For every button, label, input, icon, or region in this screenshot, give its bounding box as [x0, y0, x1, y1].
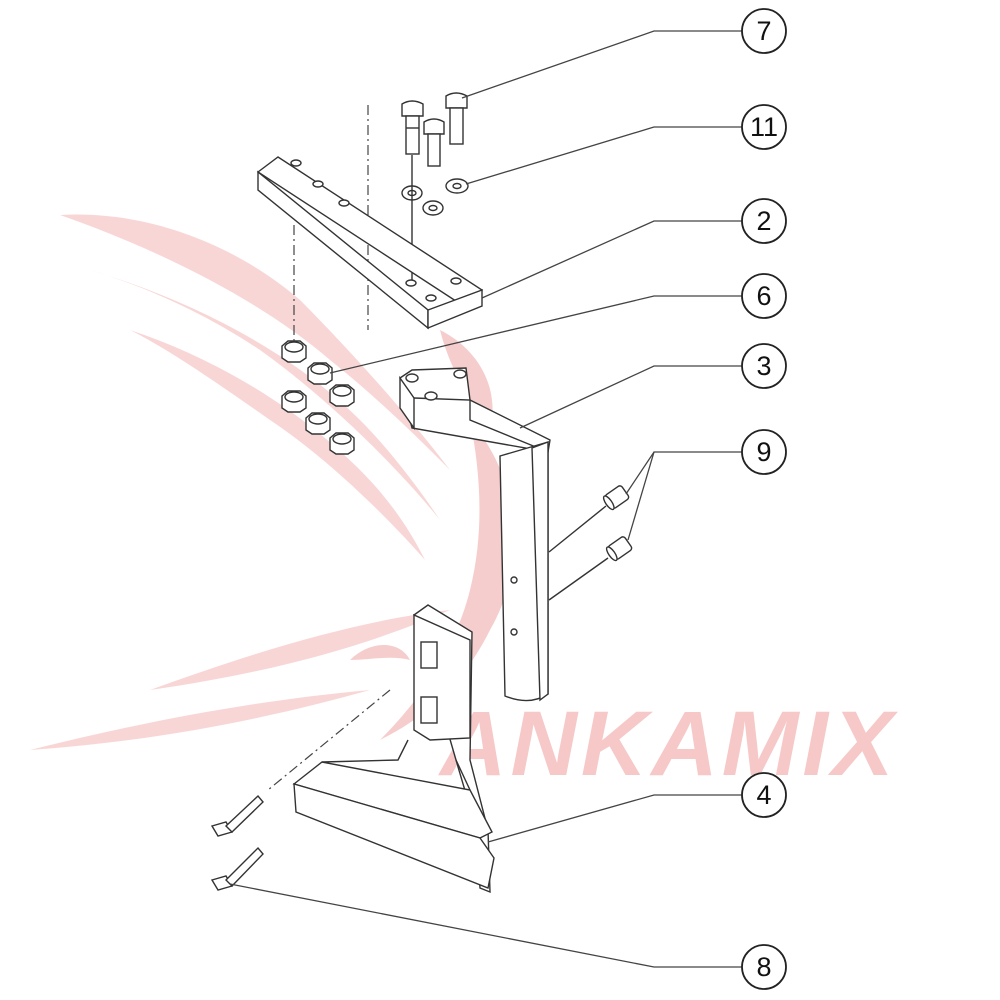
shank	[399, 367, 551, 702]
callout-label: 2	[756, 206, 771, 236]
clamp-plate	[256, 156, 484, 330]
share-point	[292, 604, 495, 894]
callout-label: 3	[756, 351, 771, 381]
callout-label: 7	[756, 16, 771, 46]
callout-4: 4	[741, 772, 787, 818]
callout-label: 6	[756, 281, 771, 311]
callout-3: 3	[741, 343, 787, 389]
t-bolt-icon	[210, 794, 264, 891]
grease-nipple-icon	[548, 485, 633, 601]
callout-11: 11	[741, 104, 787, 150]
watermark-brand: ANKAMIX	[438, 693, 898, 795]
callout-8: 8	[741, 944, 787, 990]
callout-label: 8	[756, 952, 771, 982]
callout-label: 4	[756, 780, 771, 810]
bolt-icon	[401, 92, 468, 167]
callout-label: 9	[756, 437, 771, 467]
leader-lines	[229, 30, 742, 968]
callout-6: 6	[741, 273, 787, 319]
callout-9: 9	[741, 429, 787, 475]
callout-7: 7	[741, 8, 787, 54]
nut-icon	[281, 340, 355, 455]
callout-2: 2	[741, 198, 787, 244]
callout-label: 11	[750, 112, 778, 142]
t-bolt-axis-line	[267, 689, 391, 791]
